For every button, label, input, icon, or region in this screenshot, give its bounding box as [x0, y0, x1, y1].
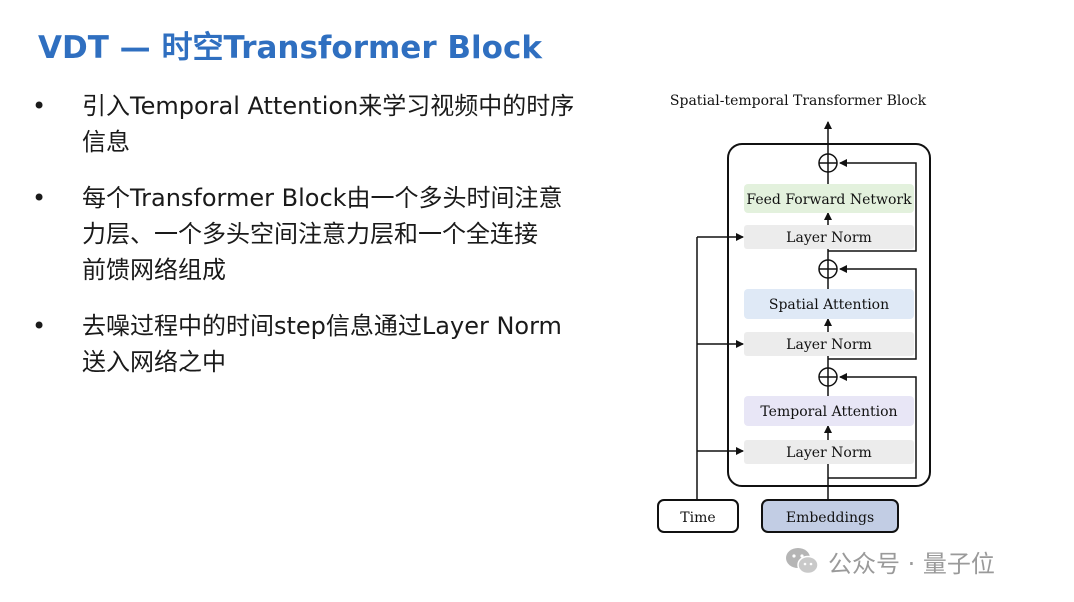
ffn-block [744, 184, 914, 213]
embeddings-input [761, 499, 899, 533]
bullet-line: 前馈网络组成 [82, 256, 226, 284]
layer-norm-2 [744, 332, 914, 356]
wechat-icon [786, 548, 819, 575]
residual-2 [828, 265, 917, 360]
add-node-2 [818, 259, 838, 279]
temporal-attention-label: Temporal Attention [760, 404, 897, 420]
spatial-attention-label: Spatial Attention [769, 297, 889, 313]
diagram-title: Spatial-temporal Transformer Block [670, 93, 927, 109]
bullet-line: 信息 [82, 128, 130, 156]
bullet-dot: • [32, 184, 47, 212]
time-input [657, 499, 739, 533]
layer-norm-3 [744, 225, 914, 249]
layer-norm-1 [744, 440, 914, 464]
bullet-dot: • [32, 312, 47, 340]
bullet-list: • 引入Temporal Attention来学习视频中的时序 信息 • 每个T… [28, 88, 618, 400]
embeddings-input-label: Embeddings [786, 510, 874, 526]
bullet-item: • 每个Transformer Block由一个多头时间注意 力层、一个多头空间… [28, 180, 618, 288]
layer-norm-3-label: Layer Norm [786, 230, 872, 246]
ffn-label: Feed Forward Network [746, 192, 912, 208]
bullet-line: 去噪过程中的时间step信息通过Layer Norm [82, 312, 562, 340]
layer-norm-1-label: Layer Norm [786, 445, 872, 461]
bullet-item: • 引入Temporal Attention来学习视频中的时序 信息 [28, 88, 618, 160]
add-node-3 [818, 153, 838, 173]
spatial-attention-block [744, 289, 914, 319]
time-input-label: Time [680, 510, 715, 526]
layer-norm-2-label: Layer Norm [786, 337, 872, 353]
add-node-1 [818, 367, 838, 387]
bullet-line: 送入网络之中 [82, 348, 226, 376]
bullet-line: 每个Transformer Block由一个多头时间注意 [82, 184, 563, 212]
watermark-text: 公众号 · 量子位 [828, 549, 995, 578]
temporal-attention-block [744, 396, 914, 426]
bullet-item: • 去噪过程中的时间step信息通过Layer Norm 送入网络之中 [28, 308, 618, 380]
slide-title: VDT — 时空Transformer Block [38, 30, 542, 66]
residual-1 [828, 373, 917, 479]
bullet-line: 引入Temporal Attention来学习视频中的时序 [82, 92, 575, 120]
residual-3 [828, 159, 917, 252]
bullet-dot: • [32, 92, 47, 120]
watermark: 公众号 · 量子位 [784, 543, 995, 579]
transformer-block-diagram: Spatial-temporal Transformer Block Feed … [657, 93, 931, 533]
bullet-line: 力层、一个多头空间注意力层和一个全连接 [82, 220, 538, 248]
